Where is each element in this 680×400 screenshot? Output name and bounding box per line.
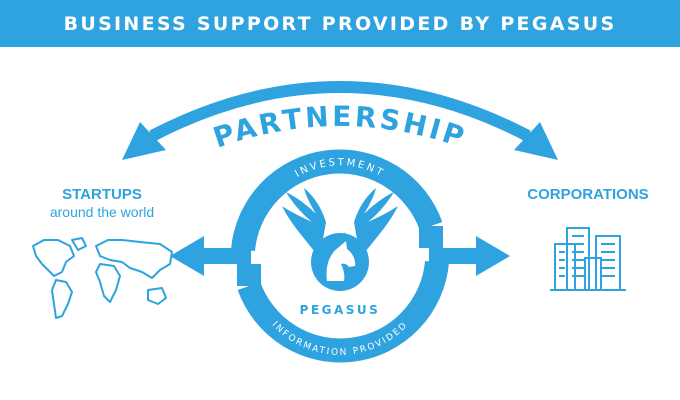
partnership-arrow	[122, 81, 558, 160]
arrow-to-corporations	[429, 236, 510, 276]
investment-arc	[231, 149, 443, 252]
header-title: BUSINESS SUPPORT PROVIDED BY PEGASUS	[63, 12, 617, 35]
world-map-icon	[32, 237, 173, 319]
buildings-icon	[550, 227, 626, 291]
arrow-to-startups	[170, 236, 251, 276]
pegasus-name: PEGASUS	[300, 303, 381, 317]
information-arc	[237, 260, 449, 363]
corporations-title: CORPORATIONS	[527, 186, 649, 203]
startups-title: STARTUPS	[62, 186, 142, 203]
startups-subtitle: around the world	[49, 204, 155, 220]
header-banner: BUSINESS SUPPORT PROVIDED BY PEGASUS	[0, 0, 680, 47]
partnership-label: PARTNERSHIP	[209, 100, 471, 155]
pegasus-logo-icon	[282, 188, 398, 291]
